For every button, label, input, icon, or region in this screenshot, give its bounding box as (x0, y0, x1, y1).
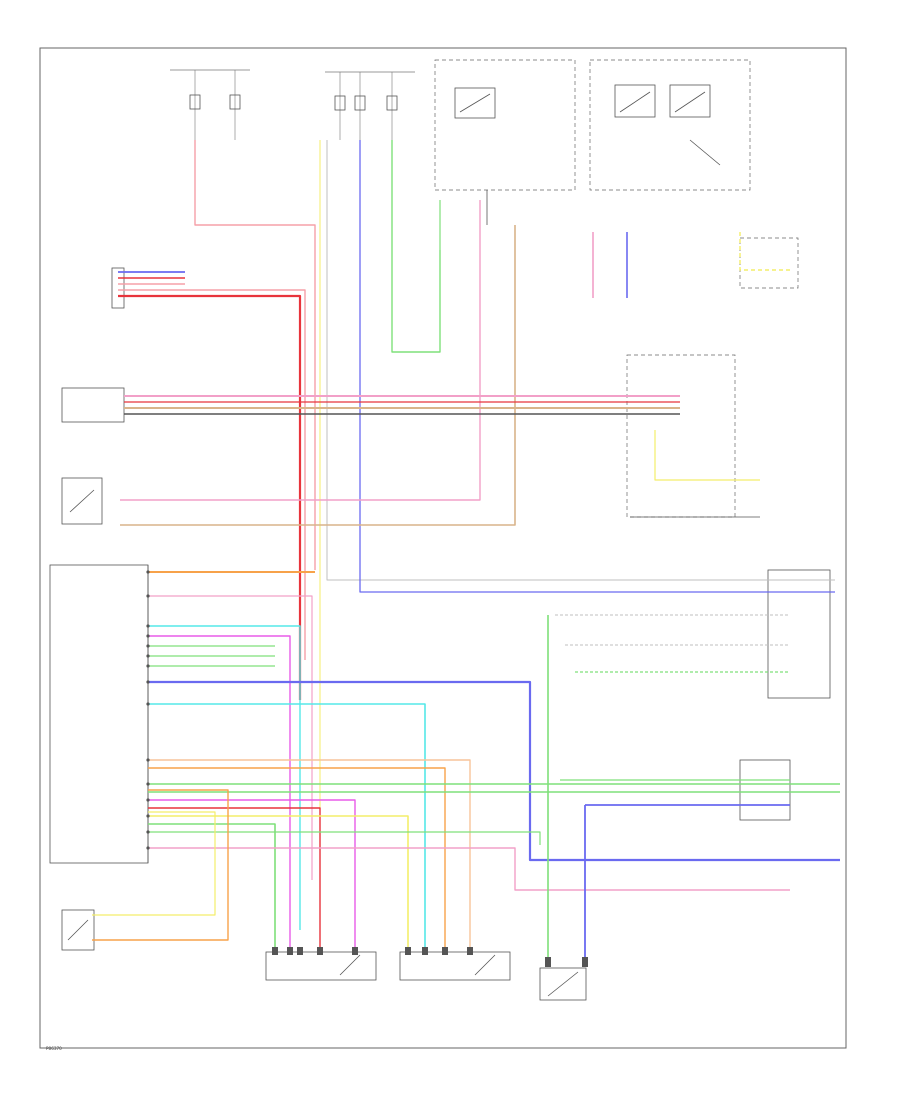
intake-door-actuator (539, 967, 587, 1001)
front-blower-motor-box (767, 569, 831, 699)
top-fuse-block (170, 69, 250, 140)
mode-door-actuator (399, 951, 511, 981)
ignition-fuse-block (325, 71, 415, 140)
ecm-connector-right (626, 354, 736, 518)
front-ac-control-unit (49, 564, 149, 864)
actuator-pins (272, 947, 588, 967)
ipdm-relay-box (589, 59, 751, 191)
ac-compressor-connector (739, 237, 799, 289)
footer-code: P86370 (46, 1046, 62, 1051)
intake-sensor-box (739, 759, 791, 821)
evaporator-temp-sensor (61, 477, 103, 525)
control-unit-pins (146, 570, 150, 850)
bcm-connector (111, 267, 125, 309)
wires (92, 140, 840, 960)
diagram-frame (39, 47, 847, 1049)
relay-box-top (434, 59, 576, 191)
refrigerant-pressure-sensor (61, 387, 125, 423)
air-mix-actuator (265, 951, 377, 981)
ambient-sensor (61, 909, 95, 951)
